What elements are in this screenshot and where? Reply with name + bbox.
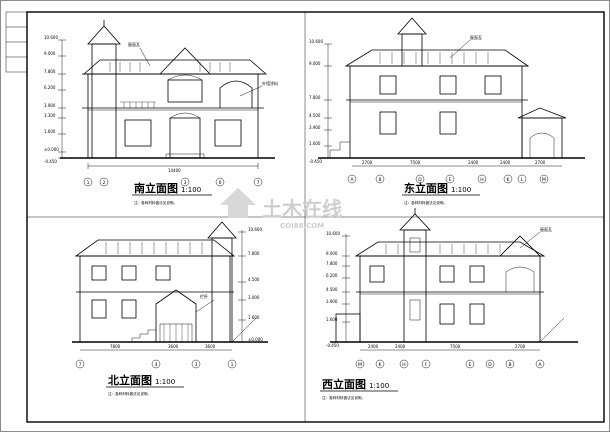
south-callout-wall: 外墙涂料 [262,80,278,86]
south-level-7: 1.600 [44,129,56,134]
north-elevation: 10.600 7.800 4.500 3.000 1.600 ±0.000 栏杆… [72,221,268,396]
east-level-7: -0.450 [309,159,322,164]
west-callout-roof: 屋面瓦 [540,226,552,232]
east-title: 东立面图 [404,181,448,195]
east-axis-m: M [542,177,546,183]
east-axis-e: E [449,177,452,183]
east-elevation: 10.600 9.000 7.800 4.500 3.900 1.600 -0.… [309,17,585,205]
north-axis-3: 3 [195,362,198,368]
west-level-5: 4.500 [326,287,338,292]
south-level-8: ±0.000 [44,147,59,152]
west-axis-b: B [508,362,511,368]
south-axis-6: 6 [219,180,222,186]
north-level-5: 1.600 [248,315,260,320]
east-note: 注：各种材料做法见说明。 [404,200,447,205]
north-note: 注：各种材料做法见说明。 [108,391,151,396]
south-note: 注：各种材料做法见说明。 [134,200,177,205]
west-dim-4: 2700 [515,344,526,349]
west-dim-3: 7500 [450,344,461,349]
west-axis-bubbles: M K H F E D B A [355,359,545,369]
south-level-5: 3.900 [44,103,56,108]
east-level-1: 10.600 [309,39,323,44]
east-level-5: 3.900 [309,125,321,130]
north-dim-2: 3600 [168,344,179,349]
south-level-3: 7.800 [44,69,56,74]
west-axis-d: D [488,362,492,368]
east-dim-5: 2700 [535,160,546,165]
east-dim-3: 2400 [468,160,479,165]
south-level-4: 6.200 [44,85,56,90]
north-level-6: ±0.000 [248,337,263,342]
east-axis-b: B [378,177,381,183]
watermark: 土木在线 COI88.COM [220,188,342,230]
east-axis-k: K [507,177,511,183]
east-axis-h: H [480,177,483,183]
east-level-6: 1.600 [309,141,321,146]
south-axis-7: 7 [257,180,260,186]
west-axis-h: H [402,362,405,368]
south-elevation: 10.600 9.000 7.800 6.200 3.900 3.300 1.6… [44,20,278,205]
north-axis-bubbles: 7 4 3 1 [75,359,237,369]
watermark-main: 土木在线 [262,197,342,221]
west-axis-f: F [425,362,428,368]
south-axis-3: 3 [184,180,187,186]
west-axis-e: E [469,362,472,368]
south-callout-roof: 屋面瓦 [128,41,140,47]
east-callout-roof: 屋面瓦 [470,34,482,40]
south-level-9: -0.450 [44,159,57,164]
east-level-3: 7.800 [309,95,321,100]
west-level-6: 3.900 [326,299,338,304]
north-level-2: 7.800 [248,251,260,256]
north-axis-4: 4 [155,362,158,368]
east-level-2: 9.000 [309,61,321,66]
east-dim-1: 2700 [362,160,373,165]
east-axis-a: A [350,177,354,183]
south-axis-1: 1 [87,180,90,186]
north-level-4: 3.000 [248,295,260,300]
west-level-2: 9.000 [326,251,338,256]
north-level-3: 4.500 [248,277,260,282]
south-scale: 1:100 [181,186,201,194]
west-scale: 1:100 [369,382,389,390]
west-elevation: 10.600 9.000 7.800 6.200 4.500 3.900 1.6… [320,208,578,400]
north-dim-3: 3600 [205,344,216,349]
east-dim-2: 7500 [410,160,421,165]
east-level-4: 4.500 [309,113,321,118]
west-axis-k: K [379,362,383,368]
east-axis-l: L [521,177,524,183]
south-level-2: 9.000 [44,51,56,56]
west-title: 西立面图 [322,377,366,391]
west-axis-m: M [358,362,362,368]
north-axis-7: 7 [79,362,82,368]
east-scale: 1:100 [451,186,471,194]
west-level-8: -0.450 [326,343,339,348]
north-scale: 1:100 [155,378,175,386]
west-level-4: 6.200 [326,273,338,278]
south-title: 南立面图 [134,181,178,195]
north-title: 北立面图 [108,373,152,387]
watermark-sub: COI88.COM [280,222,324,230]
west-note: 注：各种材料做法见说明。 [322,395,365,400]
west-level-3: 7.800 [326,261,338,266]
south-axis-2: 2 [103,180,106,186]
south-level-6: 3.300 [44,113,56,118]
north-axis-1: 1 [231,362,234,368]
north-dim-1: 7800 [110,344,121,349]
north-callout-railing: 栏杆 [200,293,208,299]
west-level-7: 1.600 [326,317,338,322]
east-axis-bubbles: A B D E H K L M [347,174,549,184]
south-total-dim: 14400 [168,168,181,173]
west-axis-a: A [538,362,542,368]
east-axis-d: D [418,177,422,183]
west-dim-2: 2400 [395,344,406,349]
north-level-1: 10.600 [248,227,262,232]
east-dim-4: 2400 [500,160,511,165]
west-level-1: 10.600 [326,231,340,236]
south-axis-bubbles: 1 2 3 6 7 [83,177,263,187]
south-level-1: 10.600 [44,35,58,40]
west-dim-1: 2400 [368,344,379,349]
